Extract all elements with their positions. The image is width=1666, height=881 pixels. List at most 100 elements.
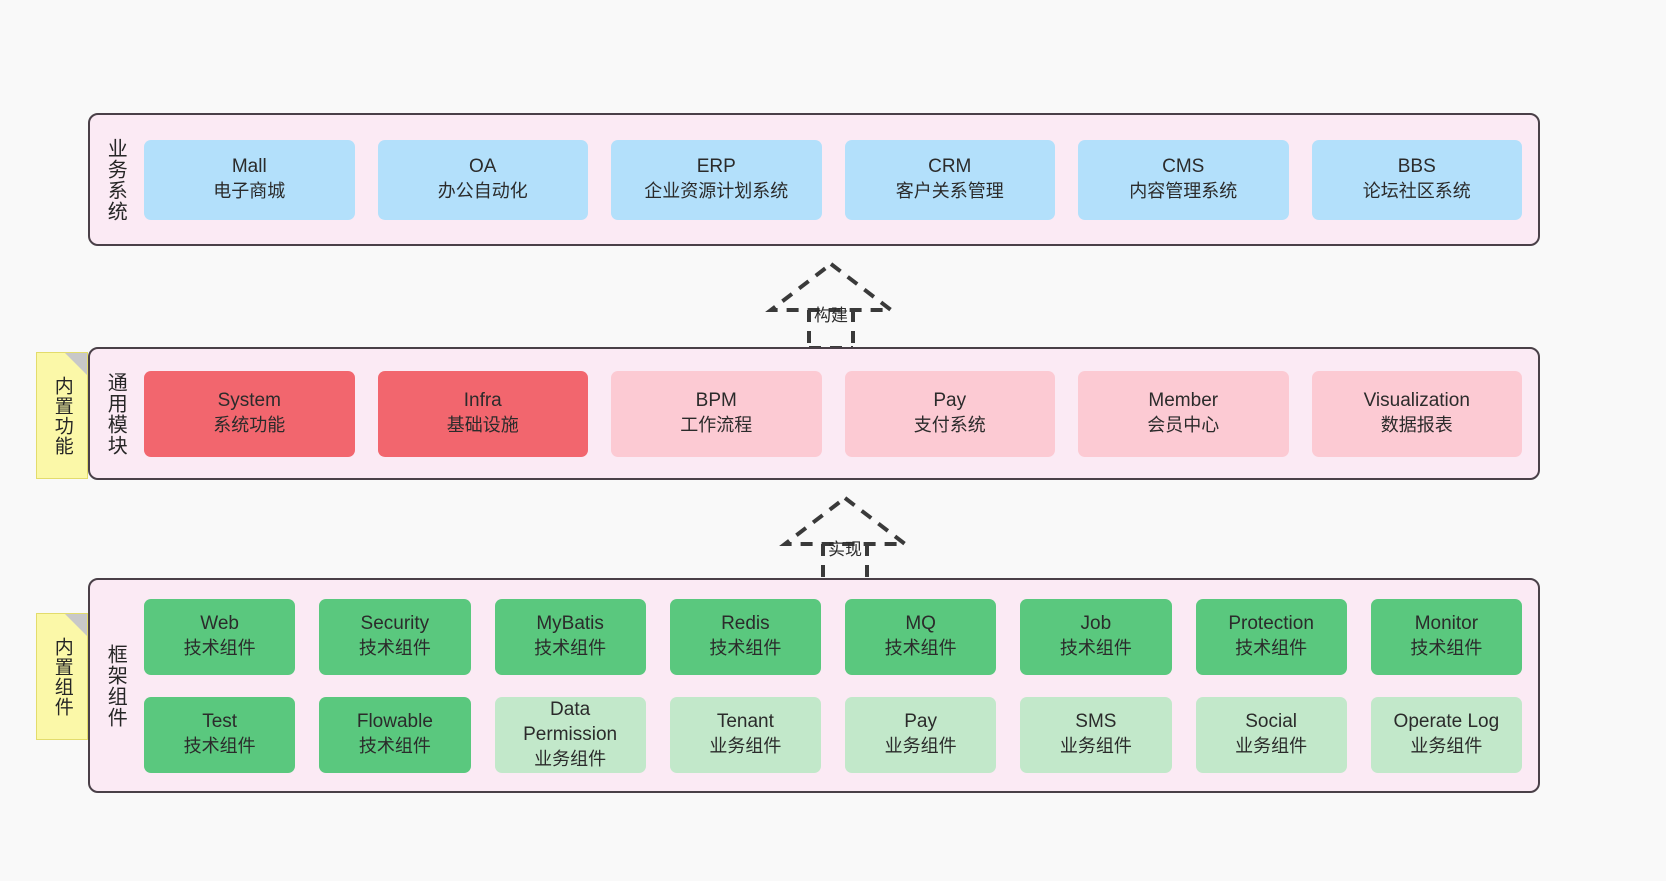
box-title: MyBatis xyxy=(536,613,604,635)
layer-framework-components-label: 框架组件 xyxy=(104,643,127,728)
module-box-infra[interactable]: Infra 基础设施 xyxy=(377,370,588,457)
box-title: Redis xyxy=(721,613,770,635)
box-subtitle: 技术组件 xyxy=(1059,638,1132,659)
framework-box-pay[interactable]: Pay 业务组件 xyxy=(845,696,997,773)
box-title: Operate Log xyxy=(1393,711,1500,733)
layer-common-modules-body: System 系统功能 Infra 基础设施 BPM 工作流程 Pay 支付系统… xyxy=(140,349,1538,478)
business-box-cms[interactable]: CMS 内容管理系统 xyxy=(1078,139,1289,220)
box-subtitle: 客户关系管理 xyxy=(895,181,1004,202)
framework-box-monitor[interactable]: Monitor 技术组件 xyxy=(1370,598,1522,675)
box-title: Member xyxy=(1148,390,1219,412)
connector-implement: 实现 xyxy=(766,492,926,584)
framework-box-protection[interactable]: Protection 技术组件 xyxy=(1195,598,1347,675)
box-title: Social xyxy=(1245,711,1297,733)
connector-build-label: 构建 xyxy=(814,306,848,325)
framework-box-flowable[interactable]: Flowable 技术组件 xyxy=(319,696,471,773)
business-box-crm[interactable]: CRM 客户关系管理 xyxy=(844,139,1055,220)
box-subtitle: 办公自动化 xyxy=(437,181,528,202)
box-subtitle: 电子商城 xyxy=(213,181,286,202)
box-title: OA xyxy=(469,156,497,178)
box-title: Security xyxy=(360,613,430,635)
layer-business-system-label: 业务系统 xyxy=(104,137,127,222)
box-title: Pay xyxy=(933,390,967,412)
module-box-pay[interactable]: Pay 支付系统 xyxy=(844,370,1055,457)
framework-row-1: Web 技术组件 Security 技术组件 MyBatis 技术组件 Redi… xyxy=(144,598,1522,675)
box-subtitle: 支付系统 xyxy=(913,415,986,436)
box-title: Monitor xyxy=(1414,613,1479,635)
framework-box-operate-log[interactable]: Operate Log 业务组件 xyxy=(1370,696,1522,773)
layer-framework-components: 框架组件 Web 技术组件 Security 技术组件 MyBatis 技术组件… xyxy=(88,578,1540,793)
module-box-member[interactable]: Member 会员中心 xyxy=(1078,370,1289,457)
box-subtitle: 技术组件 xyxy=(183,638,256,659)
box-title: Data Permission xyxy=(523,699,618,745)
box-title: Flowable xyxy=(356,711,433,733)
box-subtitle: 业务组件 xyxy=(709,736,782,757)
framework-box-test[interactable]: Test 技术组件 xyxy=(144,696,296,773)
framework-box-job[interactable]: Job 技术组件 xyxy=(1020,598,1172,675)
business-box-oa[interactable]: OA 办公自动化 xyxy=(377,139,588,220)
box-subtitle: 技术组件 xyxy=(1410,638,1483,659)
box-subtitle: 业务组件 xyxy=(534,748,607,769)
connector-build: 构建 xyxy=(752,258,912,350)
box-title: Pay xyxy=(904,711,937,733)
box-subtitle: 技术组件 xyxy=(534,638,607,659)
layer-business-system: 业务系统 Mall 电子商城 OA 办公自动化 ERP 企业资源计划系统 CRM… xyxy=(88,113,1540,246)
box-subtitle: 业务组件 xyxy=(884,736,957,757)
module-box-row: System 系统功能 Infra 基础设施 BPM 工作流程 Pay 支付系统… xyxy=(144,370,1522,457)
connector-implement-label: 实现 xyxy=(828,540,862,559)
box-title: SMS xyxy=(1075,711,1117,733)
box-subtitle: 业务组件 xyxy=(1235,736,1308,757)
module-box-visualization[interactable]: Visualization 数据报表 xyxy=(1311,370,1522,457)
framework-box-social[interactable]: Social 业务组件 xyxy=(1195,696,1347,773)
box-subtitle: 基础设施 xyxy=(446,415,519,436)
business-box-mall[interactable]: Mall 电子商城 xyxy=(144,139,355,220)
box-title: Tenant xyxy=(716,711,774,733)
note-builtin-component: 内置组件 xyxy=(36,613,88,740)
framework-box-mq[interactable]: MQ 技术组件 xyxy=(845,598,997,675)
layer-framework-components-body: Web 技术组件 Security 技术组件 MyBatis 技术组件 Redi… xyxy=(140,580,1538,791)
box-title: Infra xyxy=(463,390,502,412)
framework-box-mybatis[interactable]: MyBatis 技术组件 xyxy=(494,598,646,675)
framework-box-tenant[interactable]: Tenant 业务组件 xyxy=(669,696,821,773)
box-subtitle: 企业资源计划系统 xyxy=(644,181,789,202)
box-title: Job xyxy=(1080,613,1112,635)
box-subtitle: 数据报表 xyxy=(1380,415,1453,436)
box-subtitle: 业务组件 xyxy=(1410,736,1483,757)
box-title: Test xyxy=(202,711,238,733)
business-box-bbs[interactable]: BBS 论坛社区系统 xyxy=(1311,139,1522,220)
framework-box-sms[interactable]: SMS 业务组件 xyxy=(1020,696,1172,773)
box-subtitle: 技术组件 xyxy=(358,736,431,757)
box-title: Mall xyxy=(231,156,267,178)
business-box-row: Mall 电子商城 OA 办公自动化 ERP 企业资源计划系统 CRM 客户关系… xyxy=(144,139,1522,220)
business-box-erp[interactable]: ERP 企业资源计划系统 xyxy=(611,139,822,220)
box-subtitle: 技术组件 xyxy=(183,736,256,757)
box-subtitle: 系统功能 xyxy=(213,415,286,436)
module-box-system[interactable]: System 系统功能 xyxy=(144,370,355,457)
framework-box-security[interactable]: Security 技术组件 xyxy=(319,598,471,675)
layer-common-modules: 通用模块 System 系统功能 Infra 基础设施 BPM 工作流程 Pay… xyxy=(88,347,1540,480)
box-subtitle: 论坛社区系统 xyxy=(1362,181,1471,202)
box-subtitle: 技术组件 xyxy=(1235,638,1308,659)
box-title: MQ xyxy=(905,613,936,635)
box-subtitle: 内容管理系统 xyxy=(1129,181,1238,202)
box-title: ERP xyxy=(696,156,736,178)
box-title: BBS xyxy=(1397,156,1436,178)
box-subtitle: 技术组件 xyxy=(358,638,431,659)
box-subtitle: 工作流程 xyxy=(680,415,753,436)
layer-business-system-body: Mall 电子商城 OA 办公自动化 ERP 企业资源计划系统 CRM 客户关系… xyxy=(140,115,1538,244)
box-subtitle: 业务组件 xyxy=(1059,736,1132,757)
layer-common-modules-label: 通用模块 xyxy=(104,371,127,456)
box-title: System xyxy=(217,390,281,412)
framework-box-web[interactable]: Web 技术组件 xyxy=(144,598,296,675)
framework-box-redis[interactable]: Redis 技术组件 xyxy=(669,598,821,675)
framework-box-data-permission[interactable]: Data Permission 业务组件 xyxy=(494,696,646,773)
box-subtitle: 技术组件 xyxy=(884,638,957,659)
box-title: Visualization xyxy=(1363,390,1470,412)
box-title: Protection xyxy=(1228,613,1314,635)
framework-row-2: Test 技术组件 Flowable 技术组件 Data Permission … xyxy=(144,696,1522,773)
box-subtitle: 会员中心 xyxy=(1147,415,1220,436)
note-builtin-function: 内置功能 xyxy=(36,352,88,479)
module-box-bpm[interactable]: BPM 工作流程 xyxy=(611,370,822,457)
box-title: CMS xyxy=(1162,156,1205,178)
